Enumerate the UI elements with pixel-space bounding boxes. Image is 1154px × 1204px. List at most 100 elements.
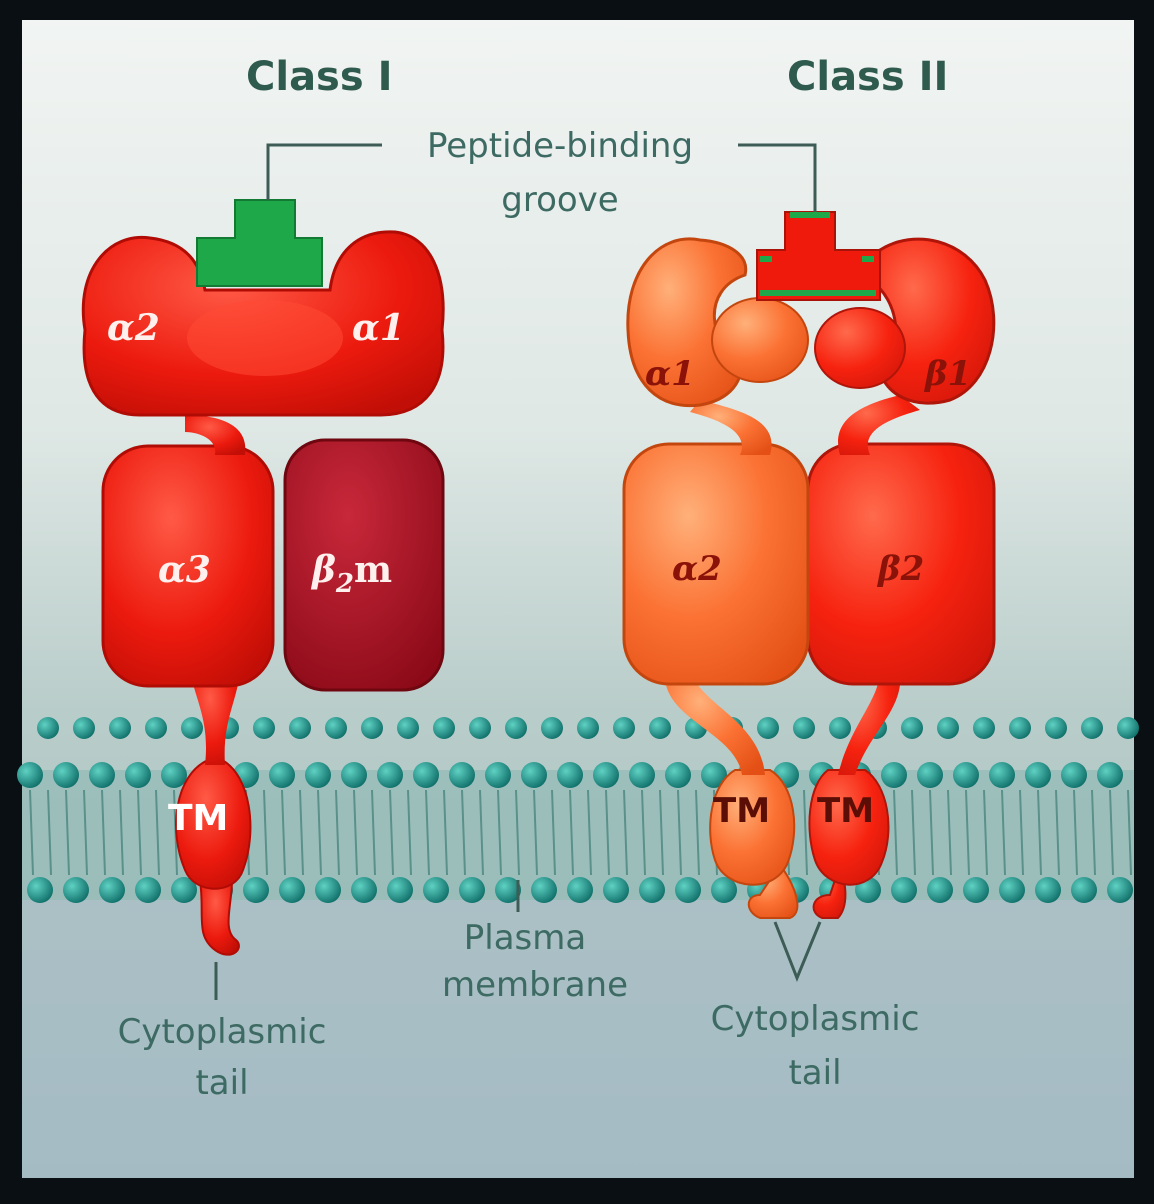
- class2-groove-stripe-bottom: [760, 290, 876, 296]
- lipid-tail: [893, 789, 898, 876]
- class2-alpha-tm-label: TM: [713, 791, 770, 831]
- lipid-head: [953, 762, 979, 788]
- lipid-tail: [371, 789, 376, 876]
- lipid-head: [387, 877, 413, 903]
- lipid-head: [1009, 717, 1031, 739]
- class2-alpha-tail: [747, 863, 799, 919]
- class2-beta2-label: β2: [876, 549, 924, 589]
- lipid-head: [459, 877, 485, 903]
- class2-molecule: α1 β1 α2 β2 TM TM: [622, 211, 996, 919]
- lipid-head: [881, 762, 907, 788]
- lipid-head: [279, 877, 305, 903]
- lipid-head: [37, 717, 59, 739]
- class2-alpha2-domain: [622, 442, 810, 686]
- lipid-head: [639, 877, 665, 903]
- class2-beta-chain: [806, 237, 996, 919]
- lipid-head: [567, 877, 593, 903]
- lipid-head: [901, 717, 923, 739]
- lipid-tail: [335, 789, 340, 876]
- lipid-tail: [425, 789, 430, 876]
- lipid-head: [711, 877, 737, 903]
- class2-alpha1-helix: [711, 297, 809, 383]
- lipid-head: [613, 717, 635, 739]
- class2-alpha-chain: [622, 237, 810, 919]
- class1-tail-label-line1: Cytoplasmic: [118, 1012, 327, 1052]
- lipid-tail: [281, 789, 286, 876]
- lipid-head: [161, 762, 187, 788]
- class2-alpha-connector: [690, 400, 772, 455]
- class2-beta-tm: [808, 769, 890, 886]
- class2-beta1-helix: [814, 307, 906, 389]
- lipid-heads-top: [17, 762, 1123, 788]
- class2-tail-label-line2: tail: [788, 1053, 841, 1093]
- class1-beta2m-domain: [283, 438, 445, 692]
- class1-alpha3-domain: [101, 444, 275, 688]
- lipid-head: [531, 877, 557, 903]
- lipid-head: [289, 717, 311, 739]
- lipid-tail: [263, 789, 268, 876]
- lipid-tail: [1109, 789, 1114, 876]
- lipid-head: [253, 717, 275, 739]
- class2-beta-linker: [838, 670, 901, 775]
- groove-label-line1: Peptide-binding: [427, 126, 693, 166]
- lipid-tail: [65, 789, 70, 876]
- lipid-tail: [479, 789, 484, 876]
- class1-molecule: α2 α1 α3 β2m TM: [81, 199, 445, 956]
- lipid-head: [1081, 717, 1103, 739]
- class1-alpha1-label: α1: [352, 307, 405, 349]
- lipid-head: [829, 717, 851, 739]
- lipid-head: [73, 717, 95, 739]
- class2-beta-tm-label: TM: [817, 791, 874, 831]
- lipid-head: [145, 717, 167, 739]
- lipid-head: [315, 877, 341, 903]
- lipid-head: [757, 717, 779, 739]
- lipid-head: [135, 877, 161, 903]
- lipid-tail: [101, 789, 106, 876]
- lipid-tail: [1019, 789, 1024, 876]
- lipid-tail: [515, 789, 520, 876]
- lipid-tail: [983, 789, 988, 876]
- lipid-head: [181, 717, 203, 739]
- lipid-head: [99, 877, 125, 903]
- class2-alpha1-domain: [626, 237, 748, 408]
- lipid-head: [793, 717, 815, 739]
- lipid-tail: [1055, 789, 1060, 876]
- lipid-tail: [47, 789, 52, 876]
- class2-beta-connector: [838, 395, 920, 455]
- lipid-head: [397, 717, 419, 739]
- lipid-head: [505, 717, 527, 739]
- cytoplasm-region: [22, 900, 1134, 1178]
- class2-beta1-label: β1: [923, 354, 971, 394]
- class2-groove-stripe-top: [790, 212, 830, 218]
- lipid-head: [1117, 717, 1139, 739]
- lipid-tail: [299, 789, 304, 876]
- lipid-tail: [1001, 789, 1006, 876]
- lipid-head: [469, 717, 491, 739]
- lipid-head: [485, 762, 511, 788]
- lipid-head: [1025, 762, 1051, 788]
- lipid-tail: [1037, 789, 1042, 876]
- lipid-head: [701, 762, 727, 788]
- class2-tail-leader: [773, 921, 822, 983]
- class2-title: Class II: [787, 54, 948, 100]
- lipid-head: [665, 762, 691, 788]
- lipid-head: [1097, 762, 1123, 788]
- lipid-tail: [605, 789, 610, 876]
- lipid-head: [433, 717, 455, 739]
- lipid-tail: [929, 789, 934, 876]
- class1-peptide-groove: [196, 199, 323, 287]
- lipid-head: [1071, 877, 1097, 903]
- lipid-head: [305, 762, 331, 788]
- lipid-tail: [155, 789, 160, 876]
- class2-alpha2-label: α2: [672, 549, 722, 589]
- class2-alpha-tm: [709, 769, 796, 886]
- lipid-tail: [695, 789, 700, 876]
- lipid-tail: [677, 789, 682, 876]
- lipid-tail: [119, 789, 124, 876]
- membrane-label-line1: Plasma: [464, 918, 586, 958]
- lipid-tail: [497, 789, 502, 876]
- lipid-head: [377, 762, 403, 788]
- groove-leader-left: [266, 143, 382, 200]
- lipid-head: [361, 717, 383, 739]
- lipid-tail: [1127, 789, 1132, 876]
